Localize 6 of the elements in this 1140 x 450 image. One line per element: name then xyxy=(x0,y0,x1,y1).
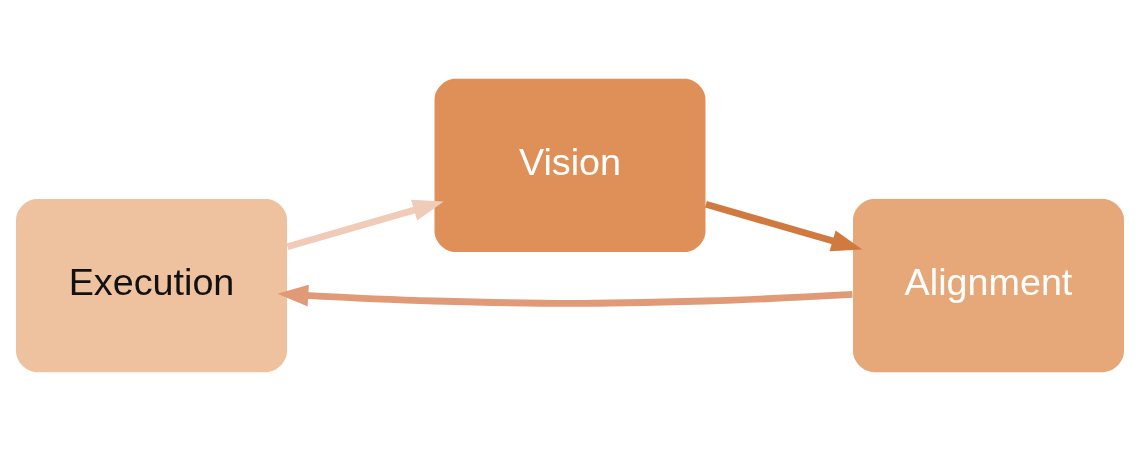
arrow xyxy=(286,199,444,250)
arrow xyxy=(277,284,853,307)
node-box: Alignment xyxy=(853,198,1124,372)
arrow xyxy=(704,200,863,251)
node-box: Vision xyxy=(434,78,706,252)
node-box: Execution xyxy=(16,198,287,372)
